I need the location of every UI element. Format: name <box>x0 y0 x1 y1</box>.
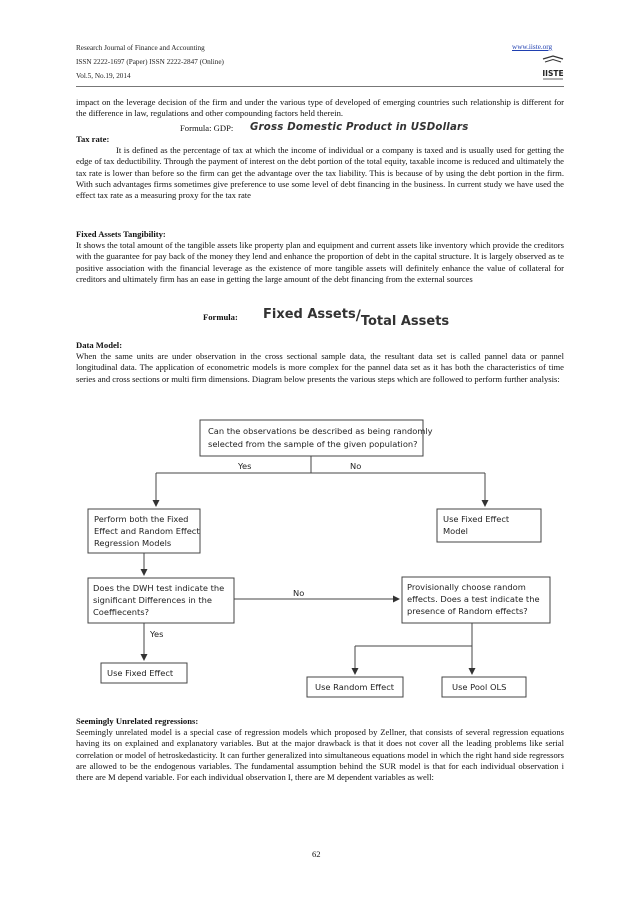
top-box-line-1: Can the observations be described as bei… <box>208 426 433 436</box>
dwh-box-line-3: Coeffiecents? <box>93 607 149 617</box>
use-fixed-effect-box <box>100 662 188 684</box>
dwh-test-box <box>87 577 235 624</box>
gdp-formula: Gross Domestic Product in USDollars <box>250 122 469 133</box>
right-box-line-1: Use Fixed Effect <box>443 514 510 524</box>
journal-url-link[interactable]: www.iiste.org <box>512 43 553 51</box>
tax-rate-heading: Tax rate: <box>76 134 110 144</box>
yes-label-2: Yes <box>149 629 163 639</box>
left-box-line-1: Perform both the Fixed <box>94 514 188 524</box>
random-effect-output: Use Random Effect <box>315 682 395 692</box>
tax-rate-section: Tax rate: It is defined as the percentag… <box>76 134 564 201</box>
fixed-assets-heading: Fixed Assets Tangibility: <box>76 229 166 239</box>
left-box-line-3: Regression Models <box>94 538 171 548</box>
prov-box-line-1: Provisionally choose random <box>407 582 526 592</box>
prov-box-line-3: presence of Random effects? <box>407 606 528 616</box>
yes-label: Yes <box>237 461 251 471</box>
use-fixed-model-box <box>436 508 542 543</box>
data-model-section: Data Model: When the same units are unde… <box>76 340 564 385</box>
top-box-line-2: selected from the sample of the given po… <box>208 439 418 449</box>
sur-text: Seemingly unrelated model is a special c… <box>76 727 564 783</box>
no-label-2: No <box>293 588 304 598</box>
journal-header: Research Journal of Finance and Accounti… <box>76 43 224 81</box>
dwh-box-line-1: Does the DWH test indicate the <box>93 583 224 593</box>
formula-numerator: Fixed Assets <box>263 307 356 322</box>
gdp-formula-label: Formula: GDP: <box>180 123 234 133</box>
provisional-random-box <box>401 576 551 624</box>
fixed-effect-output: Use Fixed Effect <box>107 668 174 678</box>
data-model-heading: Data Model: <box>76 340 123 350</box>
use-random-effect-box <box>306 676 404 698</box>
journal-volume: Vol.5, No.19, 2014 <box>76 72 131 80</box>
iiste-logo: IISTE <box>542 55 564 80</box>
intro-text: impact on the leverage decision of the f… <box>76 97 564 119</box>
formula-denominator: Total Assets <box>360 314 450 329</box>
prov-box-line-2: effects. Does a test indicate the <box>407 594 540 604</box>
sur-section: Seemingly Unrelated regressions: Seeming… <box>76 716 564 783</box>
pool-ols-output: Use Pool OLS <box>452 682 506 692</box>
use-pool-ols-box <box>441 676 527 698</box>
fixed-assets-formula: Fixed Assets/Total Assets <box>263 303 449 329</box>
logo-text: IISTE <box>542 69 563 78</box>
left-box-line-2: Effect and Random Effect <box>94 526 200 536</box>
dwh-box-line-2: significant Differences in the <box>93 595 212 605</box>
header-rule <box>76 86 564 87</box>
right-box-line-2: Model <box>443 526 468 536</box>
fixed-assets-formula-label: Formula: <box>203 312 238 322</box>
journal-title: Research Journal of Finance and Accounti… <box>76 44 205 52</box>
fixed-assets-section: Fixed Assets Tangibility: It shows the t… <box>76 229 564 285</box>
tax-rate-text: It is defined as the percentage of tax a… <box>76 145 564 201</box>
intro-paragraph: impact on the leverage decision of the f… <box>76 97 564 119</box>
page-number: 62 <box>312 849 321 859</box>
no-label: No <box>350 461 361 471</box>
data-model-text: When the same units are under observatio… <box>76 351 564 384</box>
sur-heading: Seemingly Unrelated regressions: <box>76 716 199 726</box>
formula-slash: / <box>355 308 361 324</box>
journal-issn: ISSN 2222-1697 (Paper) ISSN 2222-2847 (O… <box>76 58 224 66</box>
fixed-assets-text: It shows the total amount of the tangibl… <box>76 240 564 284</box>
